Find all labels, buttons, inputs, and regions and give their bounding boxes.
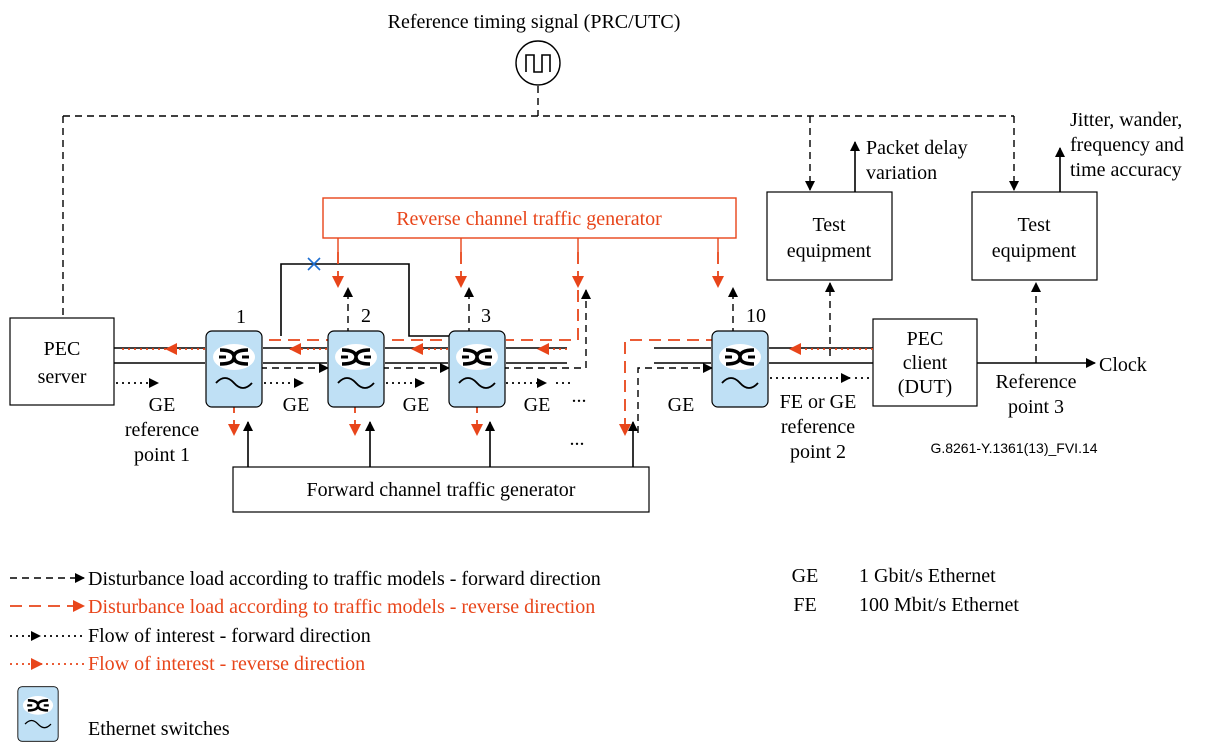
measurement-taps [825, 141, 1065, 363]
pdv-output-label: Packet delay variation [866, 137, 968, 184]
svg-text:Packet delay: Packet delay [866, 137, 968, 159]
svg-text:Test: Test [1017, 214, 1050, 236]
pec-client-box: PEC client (DUT) [872, 318, 978, 407]
svg-text:FE or GE: FE or GE [780, 391, 857, 413]
jitter-output-label: Jitter, wander, frequency and time accur… [1070, 109, 1184, 181]
figure-id: G.8261-Y.1361(13)_FVI.14 [930, 440, 1097, 456]
forward-channel-generator-box: Forward channel traffic generator [232, 466, 650, 513]
legend-item-ethernet-switches: Ethernet switches [88, 718, 230, 740]
svg-text:GE: GE [668, 394, 695, 416]
link-labels: GE reference point 1 GE GE GE GE ... ...… [125, 371, 1077, 466]
legend-item-forward-load: Disturbance load according to traffic mo… [88, 568, 601, 590]
abbr-fe-meaning: 100 Mbit/s Ethernet [859, 594, 1019, 616]
forward-flow-of-interest [116, 373, 870, 388]
svg-text:client: client [903, 352, 948, 374]
svg-text:...: ... [570, 428, 585, 450]
legend-item-reverse-flow: Flow of interest - reverse direction [88, 653, 365, 675]
bypass-link [280, 257, 450, 337]
svg-text:time accuracy: time accuracy [1070, 159, 1182, 181]
svg-text:frequency and: frequency and [1070, 134, 1184, 156]
svg-text:(DUT): (DUT) [898, 376, 952, 398]
switch-number-10: 10 [746, 305, 766, 327]
svg-text:PEC: PEC [907, 328, 944, 350]
svg-text:Test: Test [812, 214, 845, 236]
legend-item-forward-flow: Flow of interest - forward direction [88, 625, 371, 647]
svg-text:point 2: point 2 [790, 441, 846, 463]
pec-server-box: PEC server [9, 317, 115, 406]
svg-text:equipment: equipment [992, 240, 1077, 262]
test-equipment-2-box: Test equipment [971, 191, 1098, 281]
reference-clock-icon [515, 40, 561, 86]
svg-text:GE: GE [149, 394, 176, 416]
svg-text:variation: variation [866, 162, 937, 184]
ethernet-switch-10 [710, 329, 770, 409]
switch-number-2: 2 [361, 305, 371, 327]
abbr-fe: FE [793, 594, 816, 616]
legend-switch-icon [16, 685, 60, 743]
svg-text:GE: GE [283, 394, 310, 416]
reverse-channel-generator-box: Reverse channel traffic generator [322, 197, 737, 239]
abbr-ge: GE [792, 565, 819, 587]
title-reference-timing: Reference timing signal (PRC/UTC) [388, 11, 681, 33]
test-equipment-1-box: Test equipment [766, 191, 893, 281]
svg-text:GE: GE [524, 394, 551, 416]
legend-item-reverse-load: Disturbance load according to traffic mo… [88, 596, 595, 618]
svg-text:reference: reference [125, 419, 199, 441]
svg-text:...: ... [572, 385, 587, 407]
switch-number-3: 3 [481, 305, 491, 327]
ethernet-switch-1 [204, 329, 264, 409]
switch-number-1: 1 [236, 306, 246, 328]
ethernet-switch-3 [447, 329, 507, 409]
svg-text:Jitter, wander,: Jitter, wander, [1070, 109, 1182, 131]
abbr-ge-meaning: 1 Gbit/s Ethernet [859, 565, 996, 587]
clock-output-label: Clock [1099, 354, 1147, 376]
svg-text:Forward channel traffic genera: Forward channel traffic generator [307, 479, 576, 501]
ethernet-switch-2 [326, 329, 386, 409]
svg-text:PEC: PEC [44, 338, 81, 360]
legend: Disturbance load according to traffic mo… [10, 565, 1019, 743]
svg-text:GE: GE [403, 394, 430, 416]
svg-text:equipment: equipment [787, 240, 872, 262]
forward-generator-feeds [243, 421, 638, 467]
svg-text:point 3: point 3 [1008, 396, 1064, 418]
svg-text:Reverse channel traffic genera: Reverse channel traffic generator [396, 208, 662, 230]
svg-text:reference: reference [781, 416, 855, 438]
timing-distribution-lines [62, 86, 1019, 318]
svg-text:Reference: Reference [995, 371, 1076, 393]
svg-text:point 1: point 1 [134, 444, 190, 466]
svg-text:server: server [38, 366, 87, 388]
